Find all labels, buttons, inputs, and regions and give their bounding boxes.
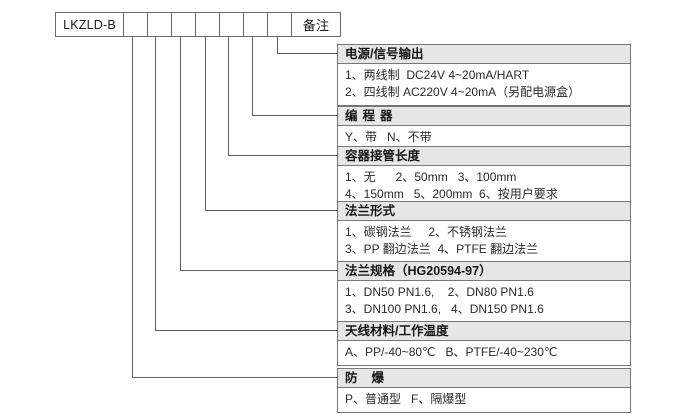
leader-line-vertical-programmer: [252, 37, 253, 115]
leader-line-vertical-antenna_material_temp: [155, 37, 156, 330]
leader-line-vertical-power_signal_output: [277, 37, 278, 53]
spec-block-options-flange_type: 1、碳钢法兰 2、不锈钢法兰 3、PP 翻边法兰 4、PTFE 翻边法兰: [338, 221, 630, 262]
spec-option-line: 1、两线制 DC24V 4~20mA/HART: [345, 68, 530, 82]
spec-block-title-nozzle_length: 容器接管长度: [338, 147, 630, 166]
spec-option-line: P、普通型 F、隔爆型: [345, 392, 467, 406]
model-code-note-cell: 备注: [292, 13, 340, 36]
leader-line-vertical-nozzle_length: [228, 37, 229, 155]
spec-option-line: 1、无 2、50mm 3、100mm: [345, 170, 517, 184]
spec-block-options-power_signal_output: 1、两线制 DC24V 4~20mA/HART 2、四线制 AC220V 4~20…: [338, 64, 630, 105]
spec-block-title-power_signal_output: 电源/信号输出: [338, 45, 630, 64]
spec-option-line: 1、DN50 PN1.6, 2、DN80 PN1.6: [345, 285, 534, 299]
spec-block-title-explosion_proof: 防爆: [338, 369, 630, 388]
spec-block-options-flange_spec: 1、DN50 PN1.6, 2、DN80 PN1.6 3、DN100 PN1.6,…: [338, 281, 630, 322]
spec-block-options-explosion_proof: P、普通型 F、隔爆型: [338, 388, 630, 412]
spec-block-options-nozzle_length: 1、无 2、50mm 3、100mm 4、150mm 5、200mm 6、按用户要…: [338, 166, 630, 207]
spec-block-antenna_material_temp: 天线材料/工作温度 A、PP/-40~80℃ B、PTFE/-40~230℃: [337, 321, 631, 366]
spec-block-flange_spec: 法兰规格（HG20594-97）1、DN50 PN1.6, 2、DN80 PN1…: [337, 261, 631, 323]
leader-line-horizontal-antenna_material_temp: [155, 330, 337, 331]
leader-line-vertical-flange_type: [205, 37, 206, 210]
leader-line-horizontal-explosion_proof: [132, 377, 337, 378]
model-code-blank-cell: [196, 13, 220, 36]
model-code-blank-cell: [268, 13, 292, 36]
spec-option-line: 3、PP 翻边法兰 4、PTFE 翻边法兰: [345, 242, 539, 256]
spec-option-line: 3、DN100 PN1.6, 4、DN150 PN1.6: [345, 302, 544, 316]
spec-block-title-programmer: 编程器: [338, 107, 630, 126]
model-code-base-cell: LKZLD-B: [56, 13, 124, 36]
model-code-blank-cell: [172, 13, 196, 36]
leader-line-horizontal-flange_spec: [180, 270, 337, 271]
model-code-blank-cell: [244, 13, 268, 36]
model-code-blank-cell: [220, 13, 244, 36]
leader-line-horizontal-power_signal_output: [277, 53, 337, 54]
spec-block-title-flange_type: 法兰形式: [338, 202, 630, 221]
spec-option-line: Y、带 N、不带: [345, 130, 432, 144]
leader-line-horizontal-nozzle_length: [228, 155, 337, 156]
spec-block-power_signal_output: 电源/信号输出 1、两线制 DC24V 4~20mA/HART 2、四线制 AC22…: [337, 44, 631, 106]
spec-block-title-flange_spec: 法兰规格（HG20594-97）: [338, 262, 630, 281]
model-code-blank-cell: [148, 13, 172, 36]
spec-block-options-programmer: Y、带 N、不带: [338, 126, 630, 150]
spec-option-line: 2、四线制 AC220V 4~20mA（另配电源盒）: [345, 85, 581, 99]
spec-block-programmer: 编程器 Y、带 N、不带: [337, 106, 631, 151]
model-code-blank-cell: [124, 13, 148, 36]
spec-block-title-antenna_material_temp: 天线材料/工作温度: [338, 322, 630, 341]
leader-line-vertical-explosion_proof: [132, 37, 133, 377]
spec-block-flange_type: 法兰形式 1、碳钢法兰 2、不锈钢法兰 3、PP 翻边法兰 4、PTFE 翻边法兰: [337, 201, 631, 263]
spec-option-line: 1、碳钢法兰 2、不锈钢法兰: [345, 225, 508, 239]
leader-line-horizontal-programmer: [252, 115, 337, 116]
model-code-table: LKZLD-B 备注: [55, 12, 341, 37]
leader-line-vertical-flange_spec: [180, 37, 181, 270]
spec-block-nozzle_length: 容器接管长度 1、无 2、50mm 3、100mm 4、150mm 5、200mm …: [337, 146, 631, 208]
leader-line-horizontal-flange_type: [205, 210, 337, 211]
spec-block-explosion_proof: 防爆 P、普通型 F、隔爆型: [337, 368, 631, 413]
spec-block-options-antenna_material_temp: A、PP/-40~80℃ B、PTFE/-40~230℃: [338, 341, 630, 365]
spec-option-line: A、PP/-40~80℃ B、PTFE/-40~230℃: [345, 345, 558, 359]
spec-option-line: 4、150mm 5、200mm 6、按用户要求: [345, 187, 558, 201]
